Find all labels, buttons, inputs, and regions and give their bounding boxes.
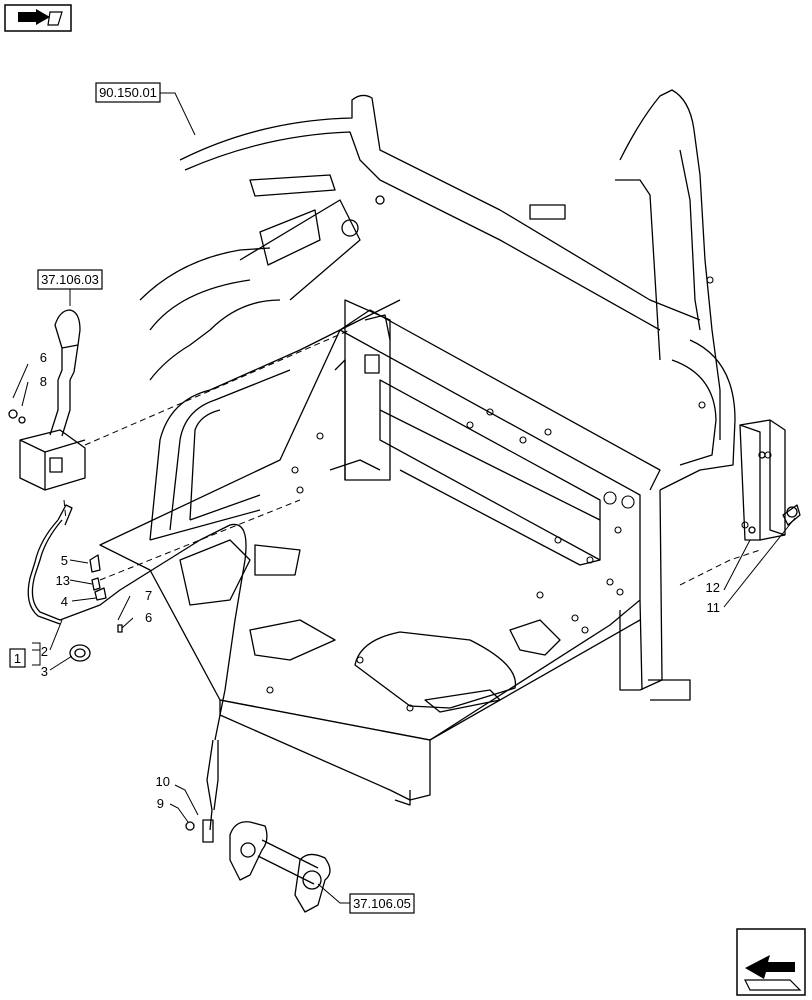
callout-12[interactable]: 12	[706, 580, 720, 595]
callout-11[interactable]: 11	[707, 600, 721, 615]
callout-10[interactable]: 10	[156, 774, 170, 789]
callout-9[interactable]: 9	[157, 796, 164, 811]
callout-5[interactable]: 5	[61, 553, 68, 568]
svg-text:37.106.05: 37.106.05	[353, 896, 411, 911]
next-page-arrow-icon[interactable]	[736, 928, 806, 996]
callout-6-lower[interactable]: 6	[145, 610, 152, 625]
cab-frame	[139, 89, 736, 701]
svg-text:37.106.03: 37.106.03	[41, 272, 99, 287]
cab-floor	[99, 299, 661, 806]
hitch-bar	[229, 821, 331, 913]
leader-lines	[12, 92, 796, 904]
callout-7[interactable]: 7	[145, 588, 152, 603]
svg-text:1: 1	[14, 651, 21, 666]
book-page-arrow-icon[interactable]	[4, 4, 72, 32]
svg-text:90.150.01: 90.150.01	[99, 85, 157, 100]
callout-6-upper[interactable]: 6	[40, 350, 47, 365]
callout-3[interactable]: 3	[41, 664, 48, 679]
dashed-lines	[63, 329, 761, 586]
ref-box-37-106-03[interactable]: 37.106.03	[37, 269, 103, 290]
ref-box-37-106-05[interactable]: 37.106.05	[349, 893, 415, 914]
callout-8[interactable]: 8	[40, 374, 47, 389]
callout-1[interactable]: 1	[9, 648, 26, 668]
gear-lever-assembly	[8, 309, 247, 843]
callout-4[interactable]: 4	[61, 594, 68, 609]
callout-2[interactable]: 2	[41, 644, 48, 659]
callout-13[interactable]: 13	[56, 573, 70, 588]
right-bracket	[739, 419, 801, 541]
ref-box-90-150-01[interactable]: 90.150.01	[95, 82, 161, 103]
